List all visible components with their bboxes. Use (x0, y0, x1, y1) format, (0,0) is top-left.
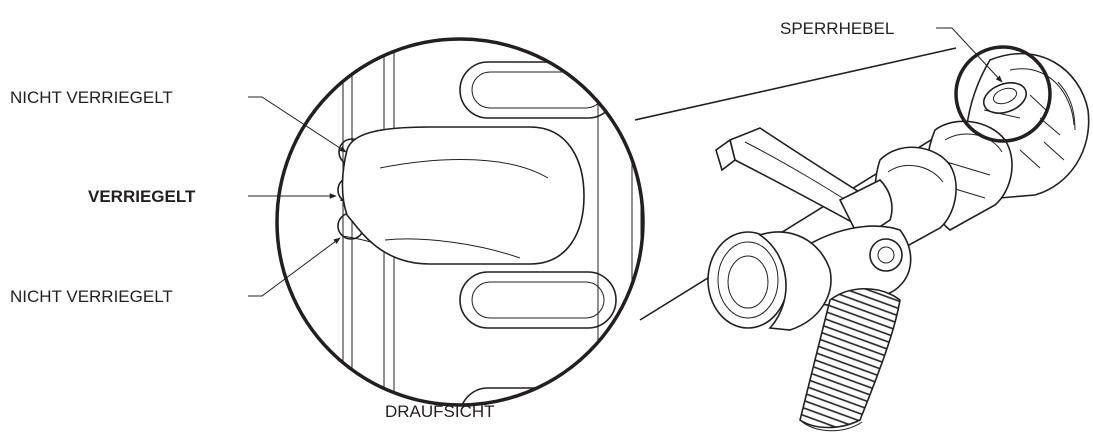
inlet-coupling (707, 231, 832, 331)
bale-handle (715, 127, 893, 242)
label-locked-group: VERRIEGELT (88, 187, 337, 206)
label-unlocked-bottom: NICHT VERRIEGELT (10, 287, 173, 306)
label-unlocked-bottom-group: NICHT VERRIEGELT (10, 237, 341, 306)
lock-lever (982, 82, 1028, 119)
detail-top-view (275, 37, 645, 407)
label-unlocked-top-group: NICHT VERRIEGELT (10, 88, 347, 153)
label-lock-lever: SPERRHEBEL (780, 19, 894, 38)
upper-slot (459, 61, 617, 119)
label-locked: VERRIEGELT (88, 187, 196, 206)
label-lock-lever-group: SPERRHEBEL (780, 19, 1003, 83)
lock-lever-body (341, 126, 585, 265)
nozzle-illustration (707, 52, 1090, 432)
lock-lever-highlight-circle (954, 45, 1052, 143)
coupling-rings (874, 120, 1013, 251)
detail-circle-outline (275, 37, 645, 407)
label-top-view: DRAUFSICHT (385, 402, 495, 421)
pistol-grip (799, 288, 901, 432)
callout-line-top (634, 47, 957, 121)
label-unlocked-top: NICHT VERRIEGELT (10, 88, 173, 107)
detail-contents (337, 39, 642, 405)
